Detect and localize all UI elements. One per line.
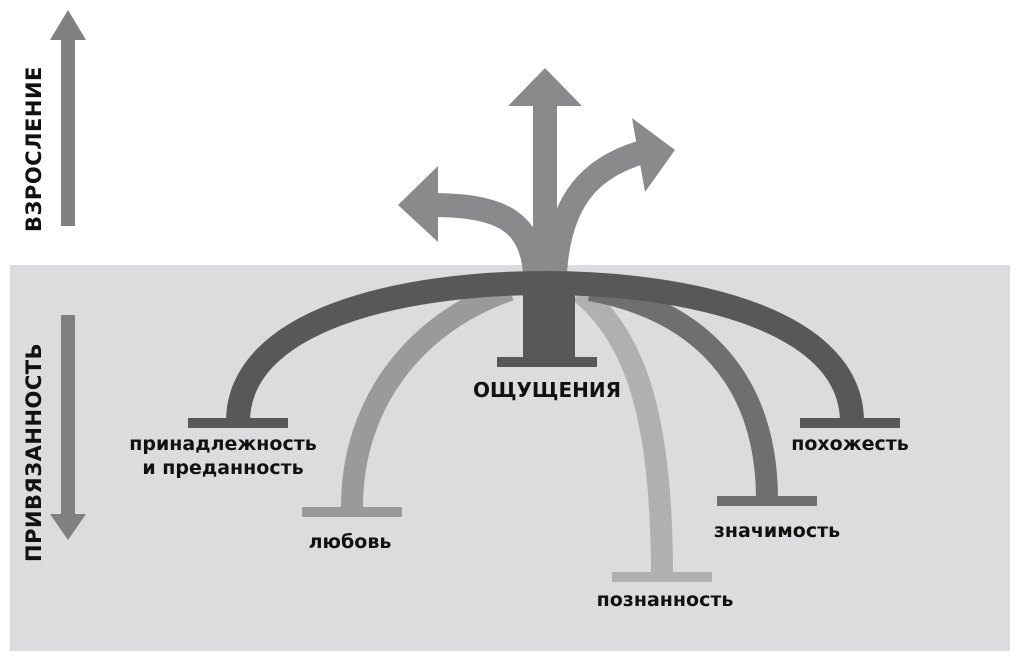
- attachment-axis-arrow: [50, 315, 86, 540]
- branch-label-pokhozhest: похожесть: [791, 433, 909, 455]
- branch-label-poznannost: познанность: [596, 589, 734, 611]
- t-bar-prinadlezhnost: [188, 418, 288, 428]
- branch-label-znachimost: значимость: [713, 520, 841, 542]
- direction-arrows-icon: [429, 100, 654, 275]
- axis-label-attachment: ПРИВЯЗАННОСТЬ: [22, 342, 46, 562]
- branch-label-line1: принадлежность: [129, 433, 317, 455]
- branch-lyubov: [340, 279, 514, 513]
- main-arch: [226, 270, 864, 423]
- t-bar-poznannost: [612, 572, 712, 582]
- branch-label-line2: и преданность: [142, 457, 304, 479]
- axis-label-growth: ВЗРОСЛЕНИЕ: [22, 66, 46, 232]
- branch-label-prinadlezhnost: принадлежность и преданность: [108, 432, 338, 480]
- branch-znachimost: [588, 279, 778, 501]
- branch-poznannost: [572, 283, 673, 577]
- t-bar-lyubov: [302, 507, 402, 517]
- growth-axis-arrow: [50, 10, 86, 226]
- t-bar-center: [497, 357, 597, 367]
- t-bar-pokhozhest: [800, 418, 900, 428]
- t-bar-znachimost: [717, 496, 817, 506]
- branch-label-lyubov: любовь: [308, 531, 392, 553]
- center-label: ОЩУЩЕНИЯ: [473, 378, 621, 402]
- center-stem: [523, 285, 575, 360]
- attachment-zone: [10, 265, 1010, 651]
